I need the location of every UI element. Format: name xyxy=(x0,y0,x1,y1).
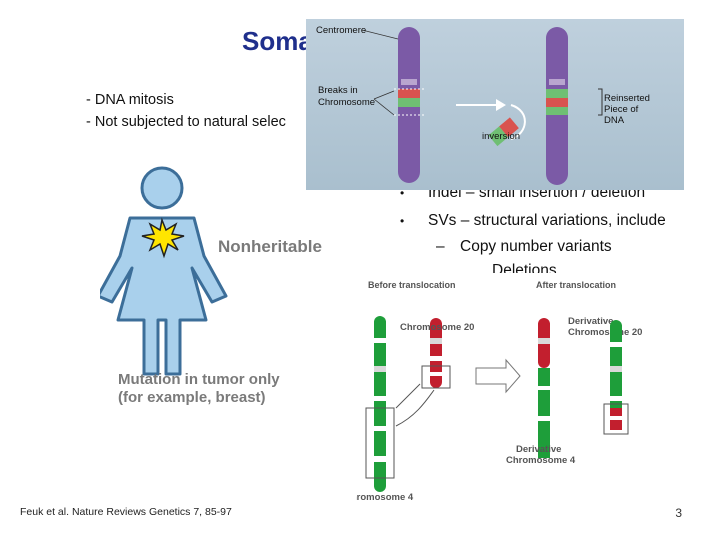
reinserted-label-line-1: Reinserted xyxy=(604,93,650,104)
citation: Feuk et al. Nature Reviews Genetics 7, 8… xyxy=(20,506,232,518)
breaks-label-line-2: Chromosome xyxy=(318,97,375,108)
derivative20-label-line-1: Derivative xyxy=(568,316,613,327)
translocation-figure: Before translocation After translocation… xyxy=(344,276,656,503)
derivative4-label-line-1: Derivative xyxy=(516,444,561,455)
reinserted-label-line-2: Piece of xyxy=(604,104,639,115)
centromere-label: Centromere xyxy=(316,25,366,36)
mutation-star-icon xyxy=(141,217,185,259)
inversion-diagram: Centromere Breaks in Chromosome inversio… xyxy=(316,25,650,185)
person-icon xyxy=(100,166,228,376)
sub-bullet-cnv: – Copy number variants xyxy=(436,238,612,256)
bullet-svs: • SVs – structural variations, include xyxy=(400,212,666,230)
chromosome-20 xyxy=(430,318,442,388)
note-line-2: - Not subjected to natural selec xyxy=(86,114,286,130)
caption-line-2: (for example, breast) xyxy=(118,389,266,406)
derivative4-label-line-2: Chromosome 4 xyxy=(506,455,576,466)
slide-title: Soma xyxy=(242,26,313,56)
after-label: After translocation xyxy=(536,280,616,290)
bullet-marker: • xyxy=(400,214,405,228)
translocation-diagram: Before translocation After translocation… xyxy=(344,280,642,503)
nonheritable-label: Nonheritable xyxy=(218,237,322,256)
breaks-label-line-1: Breaks in xyxy=(318,85,358,96)
inversion-label: inversion xyxy=(482,131,520,142)
reinserted-label-line-3: DNA xyxy=(604,115,625,126)
sub-bullet-cnv-text: Copy number variants xyxy=(460,238,612,255)
note-line-1: - DNA mitosis xyxy=(86,92,174,108)
slide-number: 3 xyxy=(675,506,682,520)
segment-red xyxy=(398,89,420,98)
bullet-marker: • xyxy=(400,186,405,200)
derivative20-label-line-2: Chromosome 20 xyxy=(568,327,642,338)
chr4-label: Chromosome 4 xyxy=(356,492,414,502)
before-label: Before translocation xyxy=(368,280,456,290)
caption-line-1: Mutation in tumor only xyxy=(118,371,280,388)
chromosome-4 xyxy=(374,316,386,492)
derivative-chromosome-4 xyxy=(610,320,622,430)
sub-bullet-marker: – xyxy=(436,238,445,255)
inversion-figure: Centromere Breaks in Chromosome inversio… xyxy=(306,19,684,190)
bullet-svs-text: SVs – structural variations, include xyxy=(428,212,666,229)
inverted-segment xyxy=(488,117,519,147)
chr20-label: Chromosome 20 xyxy=(400,322,474,333)
partial-deletions-text: Deletions xyxy=(492,262,557,273)
derivative-chromosome-20 xyxy=(538,318,550,458)
segment-green xyxy=(398,98,420,107)
somatic-mutation-figure: Nonheritable Mutation in tumor only (for… xyxy=(100,166,322,406)
